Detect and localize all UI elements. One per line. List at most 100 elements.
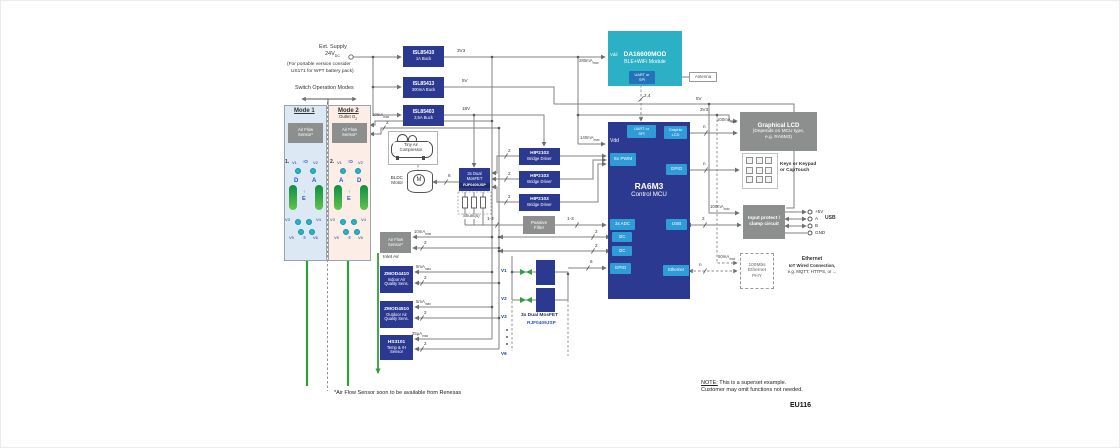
mcu-graphic-lcd-port: Graphic LCD — [664, 126, 687, 139]
port-label: 3x ADC — [615, 221, 630, 227]
part-desc: 1A Buck — [415, 55, 432, 61]
mcu-title: RA6M3 Control MCU — [608, 177, 690, 203]
current-140ma: 140mAmax — [580, 135, 600, 142]
bldc-line1: BLDC — [390, 175, 403, 180]
sieve-bed — [334, 185, 342, 210]
switch-modes-label: Switch Operation Modes — [295, 85, 354, 91]
da-uart-spi-port: UART or SPI — [629, 71, 655, 84]
part-number: ZMOD4510 — [384, 307, 409, 313]
filter-line2: Filter — [533, 225, 545, 230]
valve-dot — [310, 168, 316, 174]
port-line2: SPI — [638, 76, 646, 82]
mode1-port-right: A — [312, 178, 317, 184]
mode1-e: E — [302, 196, 306, 202]
keypad-label: Keys or Keypad or CapTouch — [780, 162, 816, 174]
part-desc: Bridge Driver — [527, 178, 552, 184]
usb-pin-gnd: GND — [815, 230, 826, 235]
mode2-port-right: D — [357, 178, 362, 184]
mode1-v2: V2 — [313, 160, 318, 165]
bus-2-4: 2,4 — [644, 93, 651, 98]
sub: max — [424, 266, 431, 271]
valve-dot — [340, 168, 346, 174]
mcu-vdd-pin: Vdd — [610, 138, 619, 144]
bus-6-valves: 6 — [590, 259, 593, 264]
mode2-inlet-arrow: ↑I — [347, 235, 351, 240]
phy-line1: 100Mbs — [748, 262, 766, 268]
ethernet-phy-block: 100Mbs Ethernet PHY — [740, 253, 774, 289]
val: 5mA — [416, 299, 425, 304]
part-number: HIP2103 — [530, 174, 549, 180]
valve-dot — [306, 219, 312, 225]
part-desc1: Temp & rH — [386, 344, 407, 350]
mode2-v6: V6 — [358, 235, 363, 240]
port-label: I2C — [618, 247, 626, 253]
valve-dot — [309, 229, 315, 235]
mcu-name: RA6M3 — [634, 180, 664, 191]
rail-18v: 18V — [462, 106, 471, 111]
port-label: GPIO — [670, 166, 683, 172]
part-number: ISL85403 — [412, 109, 435, 116]
val: 10mA — [414, 229, 426, 234]
compressor-line1: Tiny Air — [404, 142, 418, 147]
bus-2-gate1: 2 — [508, 148, 511, 153]
mosfet-part: RJF0409JSP — [459, 183, 490, 188]
valve-v2-label: V2 — [501, 296, 507, 301]
mcu-ethernet-port: Ethernet — [663, 265, 689, 276]
sub: max — [723, 206, 730, 211]
keypad-line2: or CapTouch — [780, 168, 810, 174]
valve-dot — [295, 168, 301, 174]
mode2-airflow-sensor: Air Flow Sensor* — [332, 123, 367, 143]
current-280ma: 280mAmax — [579, 58, 599, 65]
mcu-i2c1-port: I2C — [612, 232, 632, 242]
sub: max — [383, 114, 390, 119]
ext-supply-voltage: 24VDC — [325, 51, 340, 59]
sub: max — [729, 256, 736, 261]
outlet-sub: 2 — [355, 116, 358, 121]
mosfet-line1: 3x Dual — [467, 171, 482, 177]
sensor-line1: Air Flow — [387, 236, 404, 242]
val: 100mA — [717, 117, 731, 122]
shunt-label: Shunt(s) — [463, 213, 480, 219]
mcu-desc: Control MCU — [631, 191, 667, 199]
valve-mosfet-1 — [536, 260, 555, 285]
mode1-e-arrow: ↑ — [303, 189, 306, 194]
motor-symbol: M — [413, 174, 425, 186]
mode2-port-left: A — [339, 178, 344, 184]
mode1-v6: V6 — [313, 235, 318, 240]
val: 5mA — [416, 264, 425, 269]
part-number: HIP2103 — [530, 197, 549, 203]
val: 100mA — [710, 204, 724, 209]
bus-6-motor: 6 — [448, 173, 451, 178]
current-100ma-protect: 100mAmax — [710, 204, 730, 211]
bus-n-eth: n — [699, 262, 702, 267]
part-number: HS3101 — [387, 340, 406, 346]
portable-note-1: (For portable version consider — [287, 62, 351, 67]
sub: max — [730, 119, 737, 124]
val: 140mA — [580, 135, 594, 140]
bus-slashes — [382, 96, 708, 352]
bldc-line2: Motor — [391, 180, 403, 186]
mode1-v5: V5 — [289, 235, 294, 240]
lcd-sub2: e.g. RA6M3) — [765, 134, 792, 140]
mode2-step: 2. — [330, 159, 335, 165]
zmod4510-block: ZMOD4510 Outdoor Air Quality Sens. — [380, 301, 413, 328]
airflow-footnote: *Air Flow Sensor soon to be available fr… — [334, 390, 462, 396]
ext-supply-label: Ext. Supply — [319, 44, 347, 50]
da-vdd-pin: Vdd — [610, 52, 618, 57]
usb-connector-label: USB — [825, 215, 836, 221]
sensor-line1: Air Flow — [341, 127, 358, 133]
usb-pin-b: B — [815, 223, 819, 228]
port-label: Ethernet — [668, 267, 684, 273]
mode2-outlet-arrow: ↑O — [347, 159, 353, 164]
valve-mosfet-label: 3x Dual MosFET — [521, 313, 559, 318]
port-label: GPIO — [614, 265, 627, 271]
mode2-e: E — [347, 196, 351, 202]
phy-line3: PHY — [752, 273, 762, 279]
valve-v6-label: V6 — [501, 351, 507, 356]
current-10ma-mode: 10mAmax — [372, 112, 390, 119]
port-line1: UART or — [634, 126, 649, 132]
hs3101-block: HS3101 Temp & rH Sensor — [380, 335, 413, 360]
port-line1: Graphic — [668, 127, 683, 133]
keypad-line1: Keys or Keypad — [780, 162, 817, 167]
lcd-title: Graphical LCD — [757, 122, 800, 129]
